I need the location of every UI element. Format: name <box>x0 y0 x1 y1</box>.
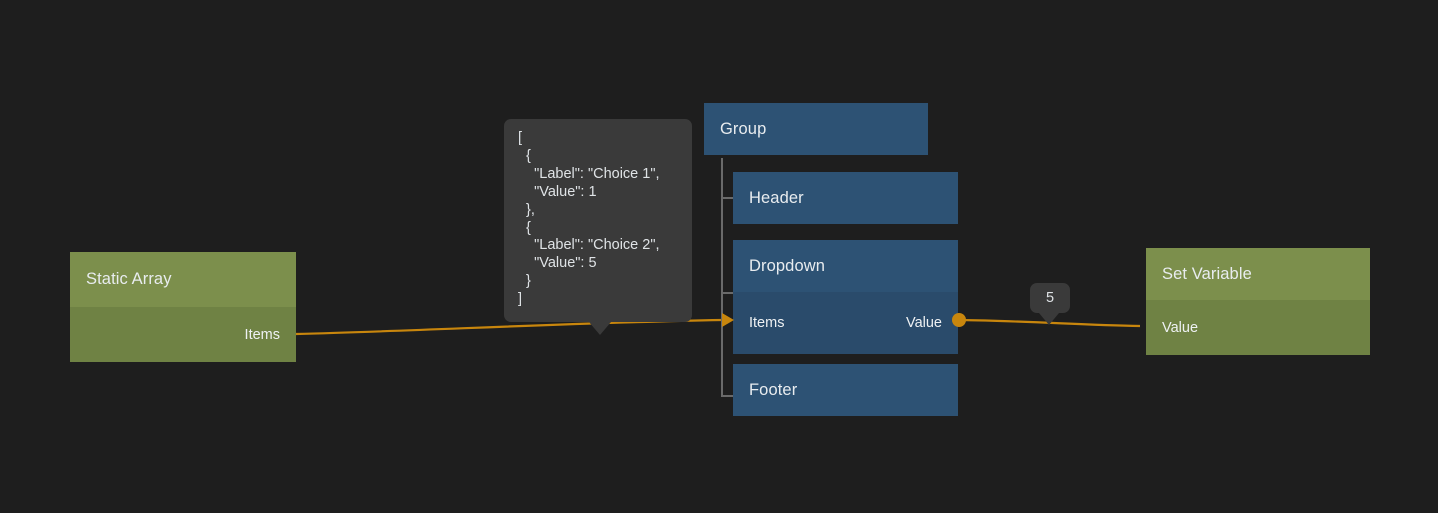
tree-connector-stub-header <box>721 197 733 199</box>
port-label-value-output: Value <box>905 315 942 331</box>
node-dropdown-body: Items Value <box>733 292 958 354</box>
node-header-child[interactable]: Header <box>733 172 958 224</box>
tooltip-items-json-text: [ { "Label": "Choice 1", "Value": 1 }, {… <box>518 130 660 308</box>
tooltip-value-badge: 5 <box>1030 283 1070 325</box>
port-label-value-input: Value <box>1162 319 1199 336</box>
output-port-value-dot[interactable] <box>952 313 966 327</box>
node-header-child-header: Header <box>733 172 958 224</box>
node-footer-title: Footer <box>749 380 798 399</box>
node-static-array[interactable]: Static Array Items <box>70 252 296 362</box>
node-set-variable[interactable]: Set Variable Value <box>1146 248 1370 355</box>
node-group[interactable]: Group <box>704 103 928 155</box>
input-port-items-arrow[interactable] <box>722 313 734 327</box>
tree-connector-vertical <box>721 158 723 396</box>
tooltip-value-badge-text: 5 <box>1045 290 1055 306</box>
node-static-array-body: Items <box>70 307 296 362</box>
node-static-array-title: Static Array <box>86 270 172 288</box>
node-set-variable-body: Value <box>1146 300 1370 355</box>
port-label-items-input: Items <box>749 315 785 331</box>
node-footer-header: Footer <box>733 364 958 416</box>
tree-connector-stub-dropdown <box>721 292 733 294</box>
tooltip-value-badge-tail <box>1039 313 1059 325</box>
node-set-variable-title: Set Variable <box>1162 264 1252 283</box>
node-group-header: Group <box>704 103 928 155</box>
node-header-child-title: Header <box>749 188 804 207</box>
port-row-dropdown-ports[interactable]: Items Value <box>733 292 958 354</box>
tree-connector-stub-footer <box>721 395 733 397</box>
node-group-title: Group <box>720 119 767 138</box>
port-row-items-output[interactable]: Items <box>70 307 296 362</box>
wire-static-array-to-dropdown <box>295 318 723 336</box>
node-footer[interactable]: Footer <box>733 364 958 416</box>
node-static-array-header: Static Array <box>70 252 296 307</box>
tooltip-items-json-tail <box>589 322 611 336</box>
port-label-items: Items <box>244 326 280 343</box>
node-dropdown-title: Dropdown <box>749 256 826 275</box>
port-row-value-input[interactable]: Value <box>1146 300 1370 355</box>
node-set-variable-header: Set Variable <box>1146 248 1370 300</box>
node-dropdown-header: Dropdown <box>733 240 958 292</box>
node-dropdown[interactable]: Dropdown Items Value <box>733 240 958 354</box>
tooltip-items-json: [ { "Label": "Choice 1", "Value": 1 }, {… <box>504 119 692 336</box>
